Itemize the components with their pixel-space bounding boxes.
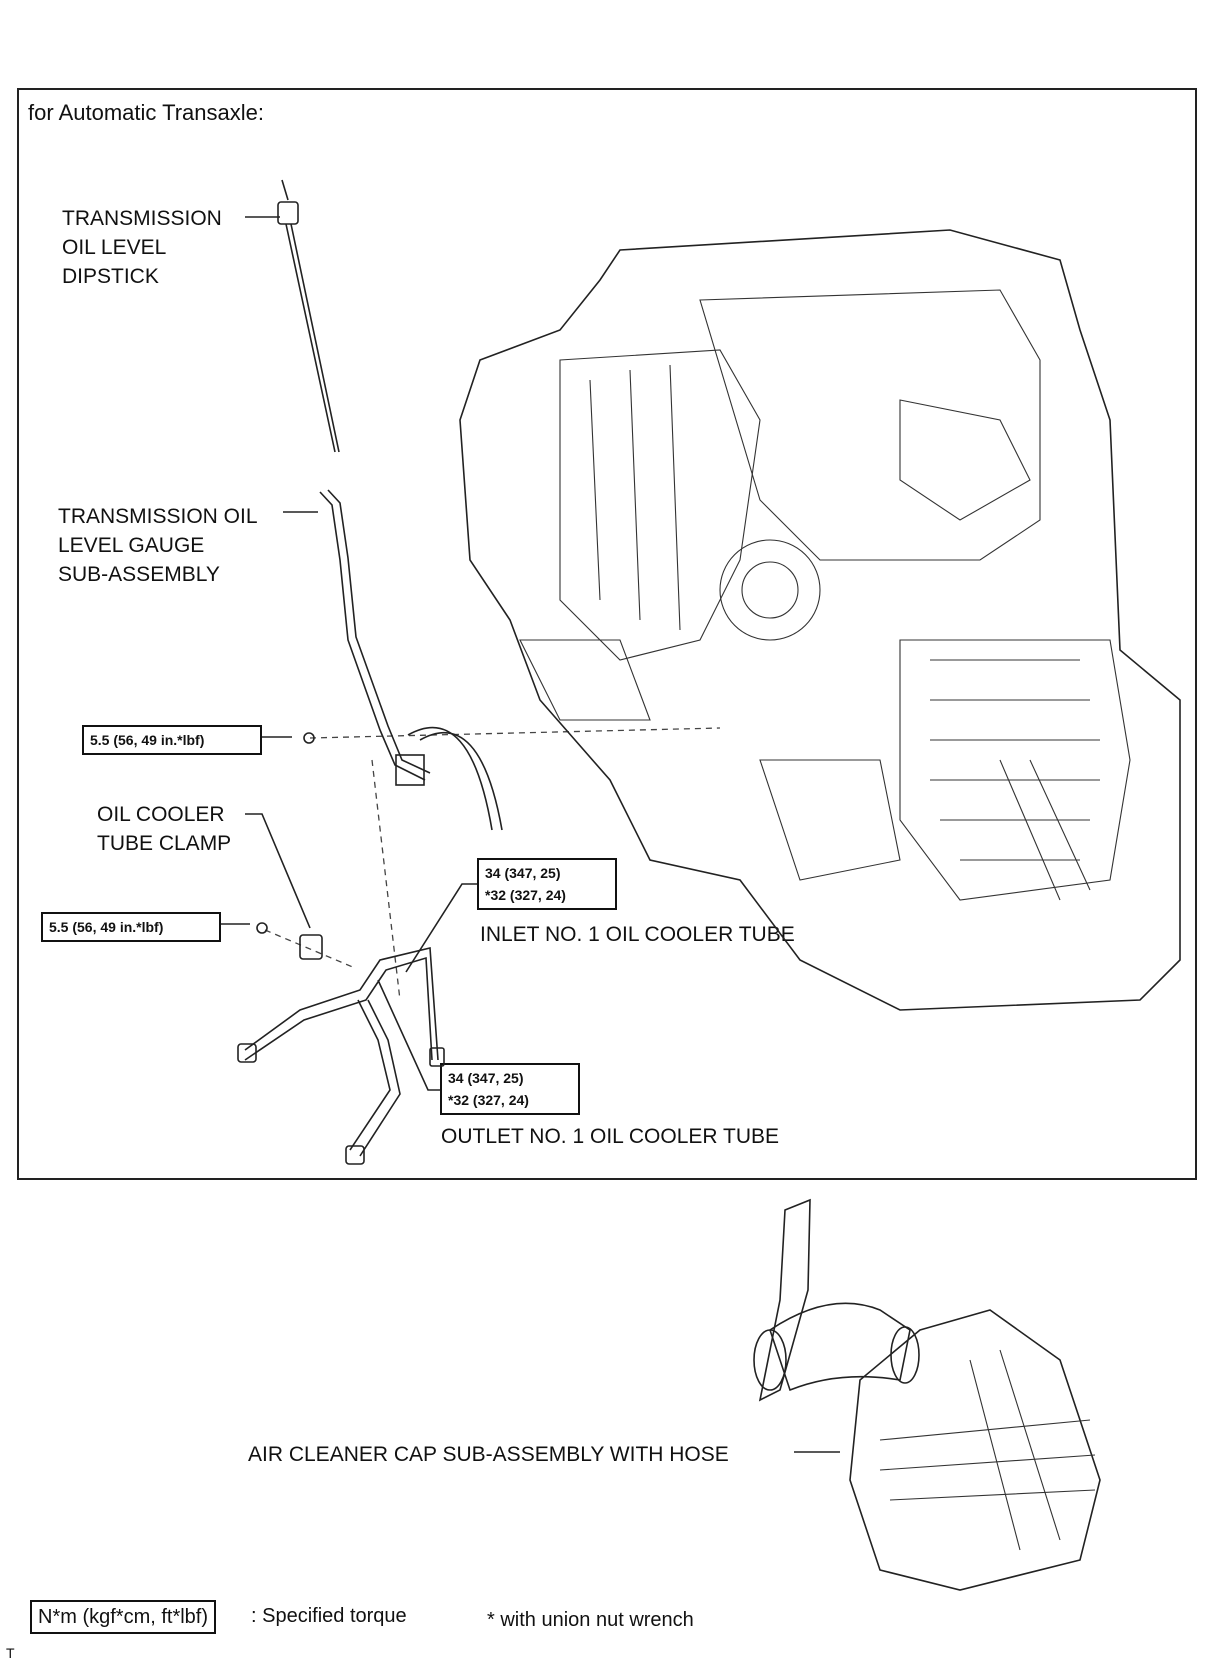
outlet-tube-label: OUTLET NO. 1 OIL COOLER TUBE — [441, 1125, 780, 1148]
dipstick — [277, 179, 340, 453]
gauge-bolt-torque: 5.5 (56, 49 in.*lbf) — [82, 725, 262, 755]
oil-cooler-tubes — [237, 922, 445, 1165]
torque-legend-description: : Specified torque — [251, 1605, 407, 1627]
engine-assembly — [459, 229, 1181, 1011]
inlet-torque: 34 (347, 25) *32 (327, 24) — [477, 858, 617, 910]
alignment-lines — [264, 727, 721, 1001]
air-cleaner-assembly — [753, 1198, 1101, 1591]
outlet-torque: 34 (347, 25) *32 (327, 24) — [440, 1063, 580, 1115]
automatic-transaxle-frame — [17, 88, 1197, 1180]
dipstick-label: TRANSMISSION OIL LEVEL DIPSTICK — [62, 207, 222, 288]
inlet-tube-label: INLET NO. 1 OIL COOLER TUBE — [480, 923, 795, 946]
air-cleaner-label: AIR CLEANER CAP SUB-ASSEMBLY WITH HOSE — [248, 1443, 729, 1466]
section-title: for Automatic Transaxle: — [28, 100, 264, 125]
clamp-label: OIL COOLER TUBE CLAMP — [97, 803, 232, 855]
corner-mark: T — [6, 1645, 15, 1661]
gauge-label: TRANSMISSION OIL LEVEL GAUGE SUB-ASSEMBL… — [58, 505, 258, 586]
clamp-bolt-torque: 5.5 (56, 49 in.*lbf) — [41, 912, 221, 942]
torque-legend-box: N*m (kgf*cm, ft*lbf) — [30, 1600, 217, 1634]
leader-lines — [221, 216, 840, 1453]
union-nut-note: * with union nut wrench — [487, 1609, 694, 1631]
gauge-tube — [303, 489, 503, 831]
